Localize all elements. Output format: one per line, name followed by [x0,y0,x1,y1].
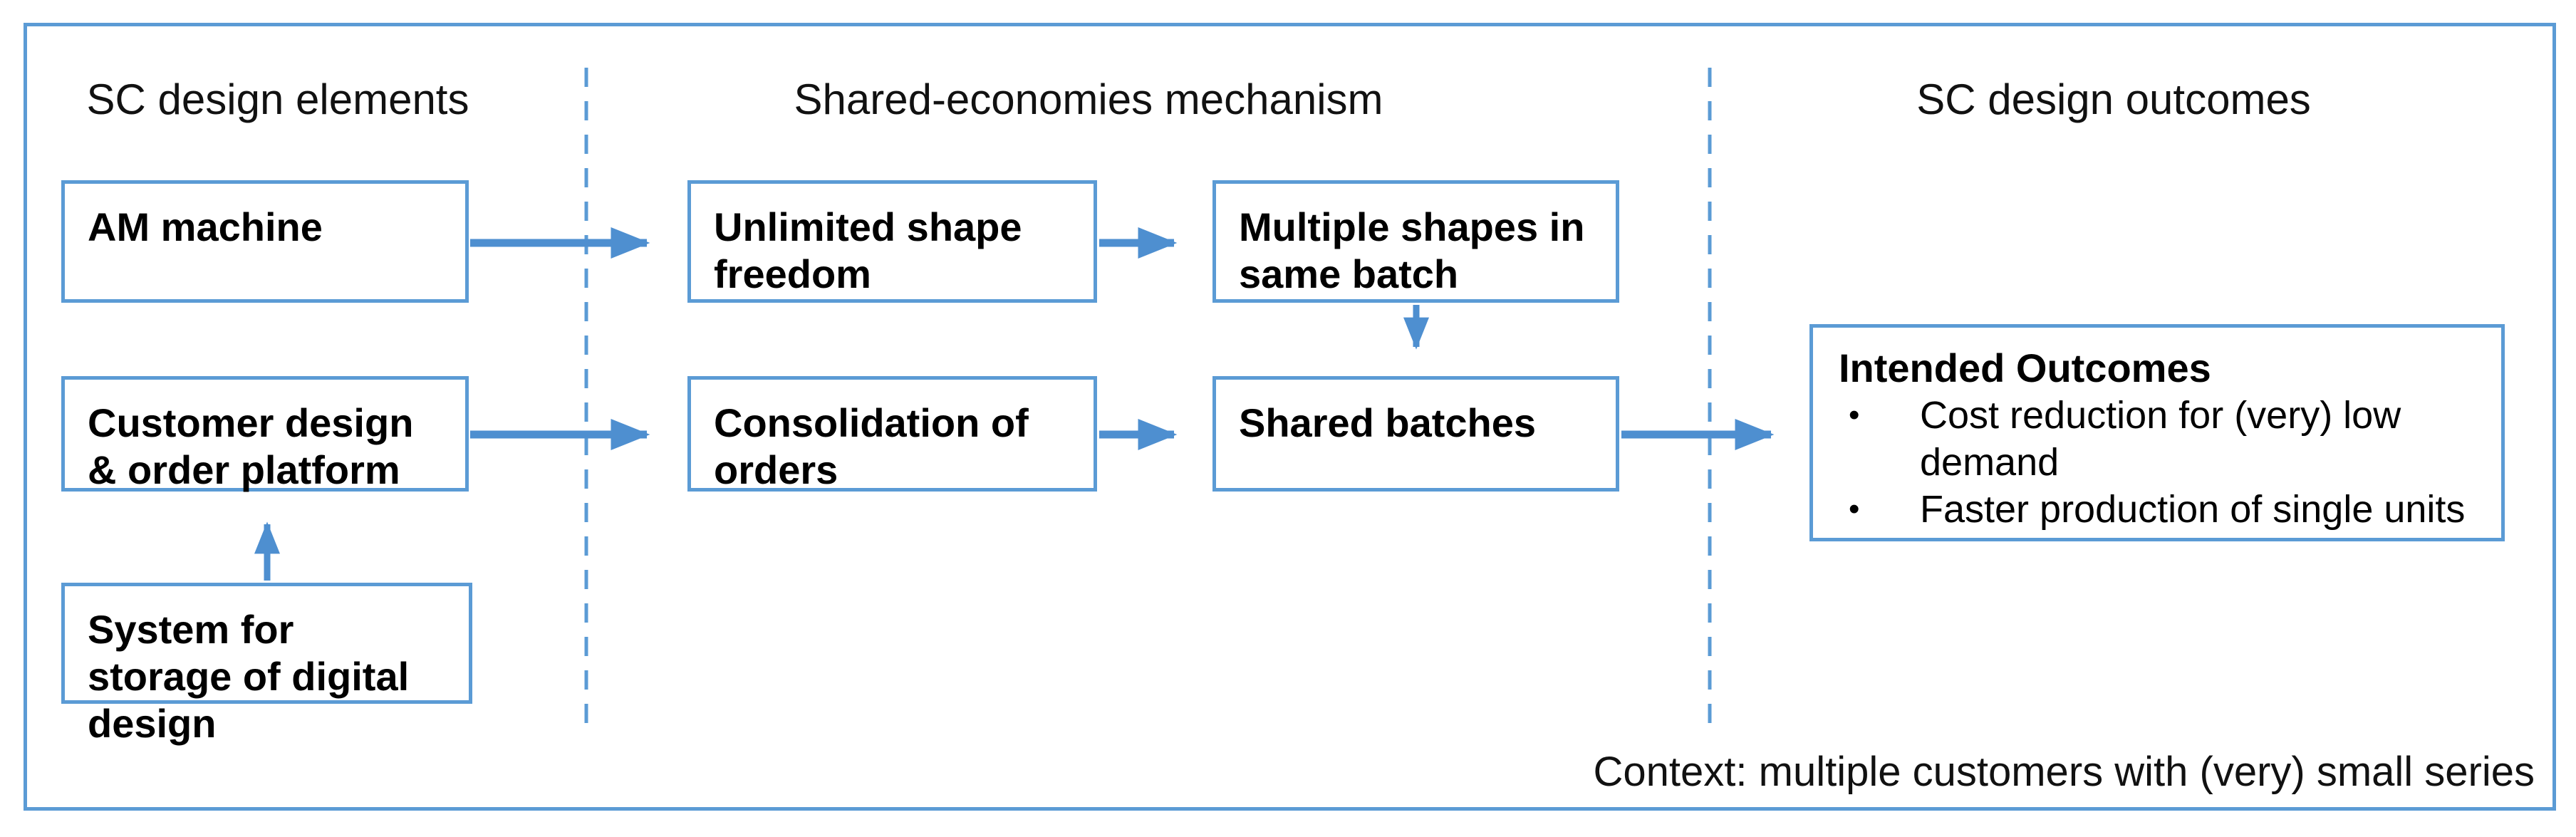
node-customer-design-order-platform: Customer design & order platform [61,376,469,492]
node-intended-outcomes: Intended Outcomes • Cost reduction for (… [1809,324,2505,541]
bullet-icon: • [1849,492,1860,526]
intended-outcomes-title: Intended Outcomes [1839,345,2211,390]
column-header-sc-design-outcomes: SC design outcomes [1916,76,2311,123]
intended-outcome-bullet-1: Cost reduction for (very) low demand [1920,394,2401,484]
intended-outcome-bullet-2: Faster production of single units [1920,488,2466,531]
column-header-sc-design-elements: SC design elements [86,76,469,123]
list-item: • Faster production of single units [1839,486,2483,533]
node-unlimited-shape-freedom: Unlimited shape freedom [687,180,1097,303]
node-system-storage-digital-design: System for storage of digital design [61,583,472,746]
node-consolidation-of-orders: Consolidation of orders [687,376,1097,492]
node-am-machine: AM machine [61,180,469,303]
node-shared-batches: Shared batches [1212,376,1619,492]
column-header-shared-economies-mechanism: Shared-economies mechanism [794,76,1383,123]
node-multiple-shapes-same-batch: Multiple shapes in same batch [1212,180,1619,303]
list-item: • Cost reduction for (very) low demand [1839,392,2483,486]
bullet-icon: • [1849,397,1860,432]
context-note: Context: multiple customers with (very) … [1593,749,2535,795]
